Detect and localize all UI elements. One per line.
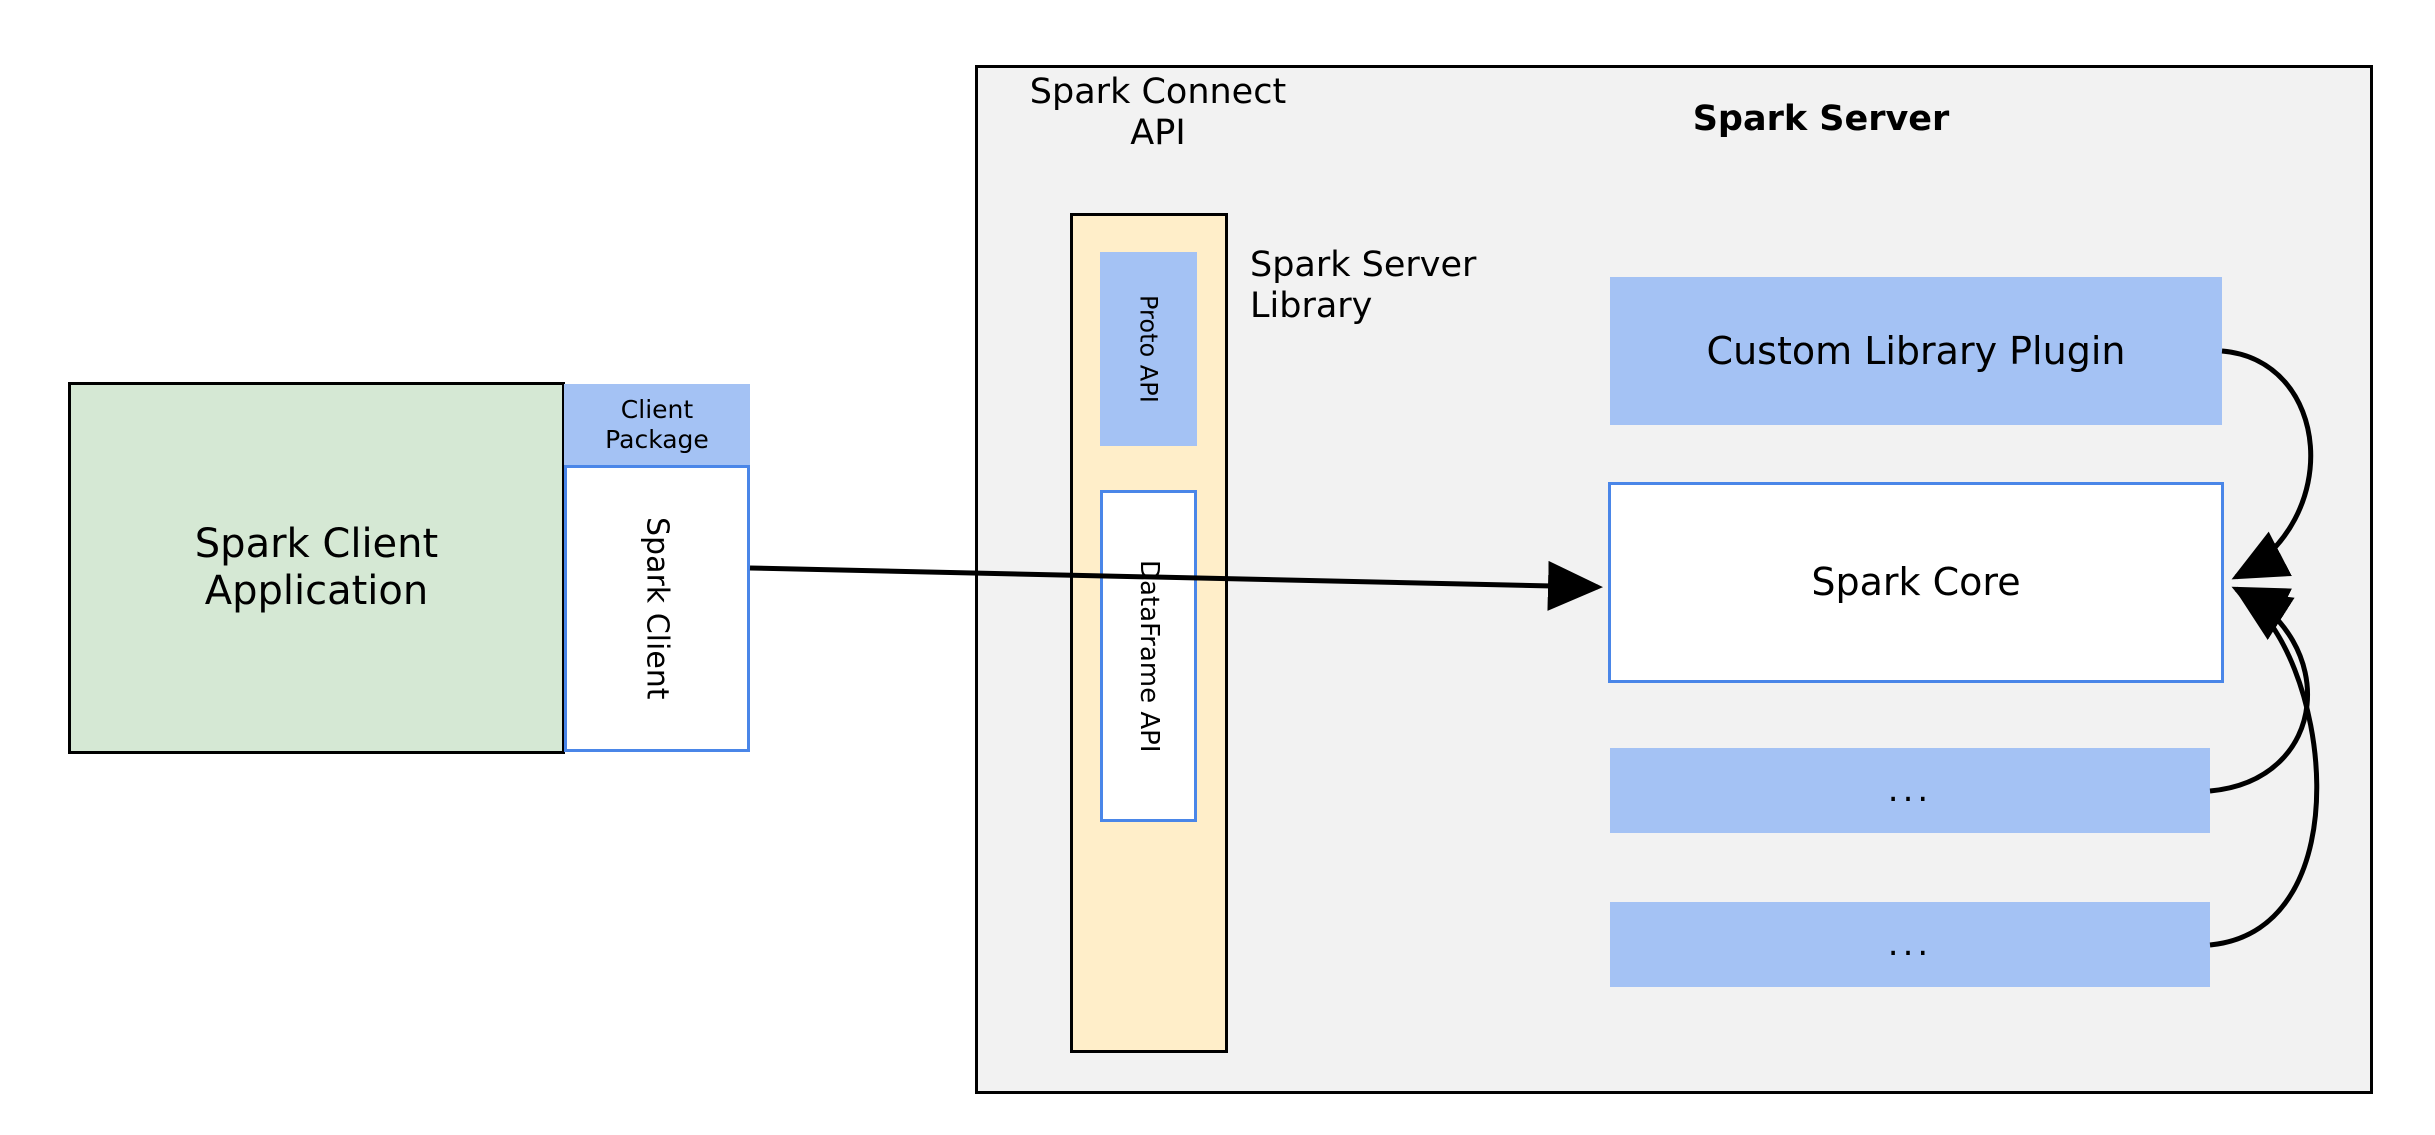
spark-connect-api-line1: Spark Connect bbox=[1029, 71, 1287, 112]
client-package-box[interactable]: Client Package bbox=[564, 384, 750, 465]
client-application-line1: Spark Client bbox=[194, 520, 439, 567]
custom-library-plugin-label: Custom Library Plugin bbox=[1706, 328, 2126, 373]
spark-server-library-line2: Library bbox=[1250, 286, 1373, 326]
proto-api-label: Proto API bbox=[1134, 295, 1163, 403]
proto-api-box[interactable]: Proto API bbox=[1100, 252, 1197, 446]
spark-connect-api-line2: API bbox=[1130, 113, 1186, 153]
client-package-line1: Client bbox=[620, 395, 694, 424]
client-package-line2: Package bbox=[605, 424, 709, 454]
spark-connect-api-label: Spark Connect API bbox=[1016, 68, 1300, 158]
ellipsis-box-two[interactable]: ... bbox=[1610, 902, 2210, 987]
spark-server-title: Spark Server bbox=[1692, 99, 1950, 140]
spark-server-library-line1: Spark Server bbox=[1250, 244, 1477, 285]
spark-client-box[interactable]: Spark Client bbox=[564, 465, 750, 752]
spark-client-label: Spark Client bbox=[639, 517, 675, 700]
spark-core-label: Spark Core bbox=[1811, 560, 2021, 605]
custom-library-plugin-box[interactable]: Custom Library Plugin bbox=[1610, 277, 2222, 425]
dataframe-api-label: DataFrame API bbox=[1133, 559, 1164, 753]
ellipsis-box-one[interactable]: ... bbox=[1610, 748, 2210, 833]
ellipsis-one-label: ... bbox=[1887, 770, 1933, 811]
spark-client-application-box[interactable]: Spark Client Application bbox=[68, 382, 565, 754]
client-application-line2: Application bbox=[204, 568, 429, 614]
dataframe-api-box[interactable]: DataFrame API bbox=[1100, 490, 1197, 822]
spark-server-library-label: Spark Server Library bbox=[1250, 240, 1512, 332]
spark-core-box[interactable]: Spark Core bbox=[1608, 482, 2224, 683]
ellipsis-two-label: ... bbox=[1887, 924, 1933, 965]
